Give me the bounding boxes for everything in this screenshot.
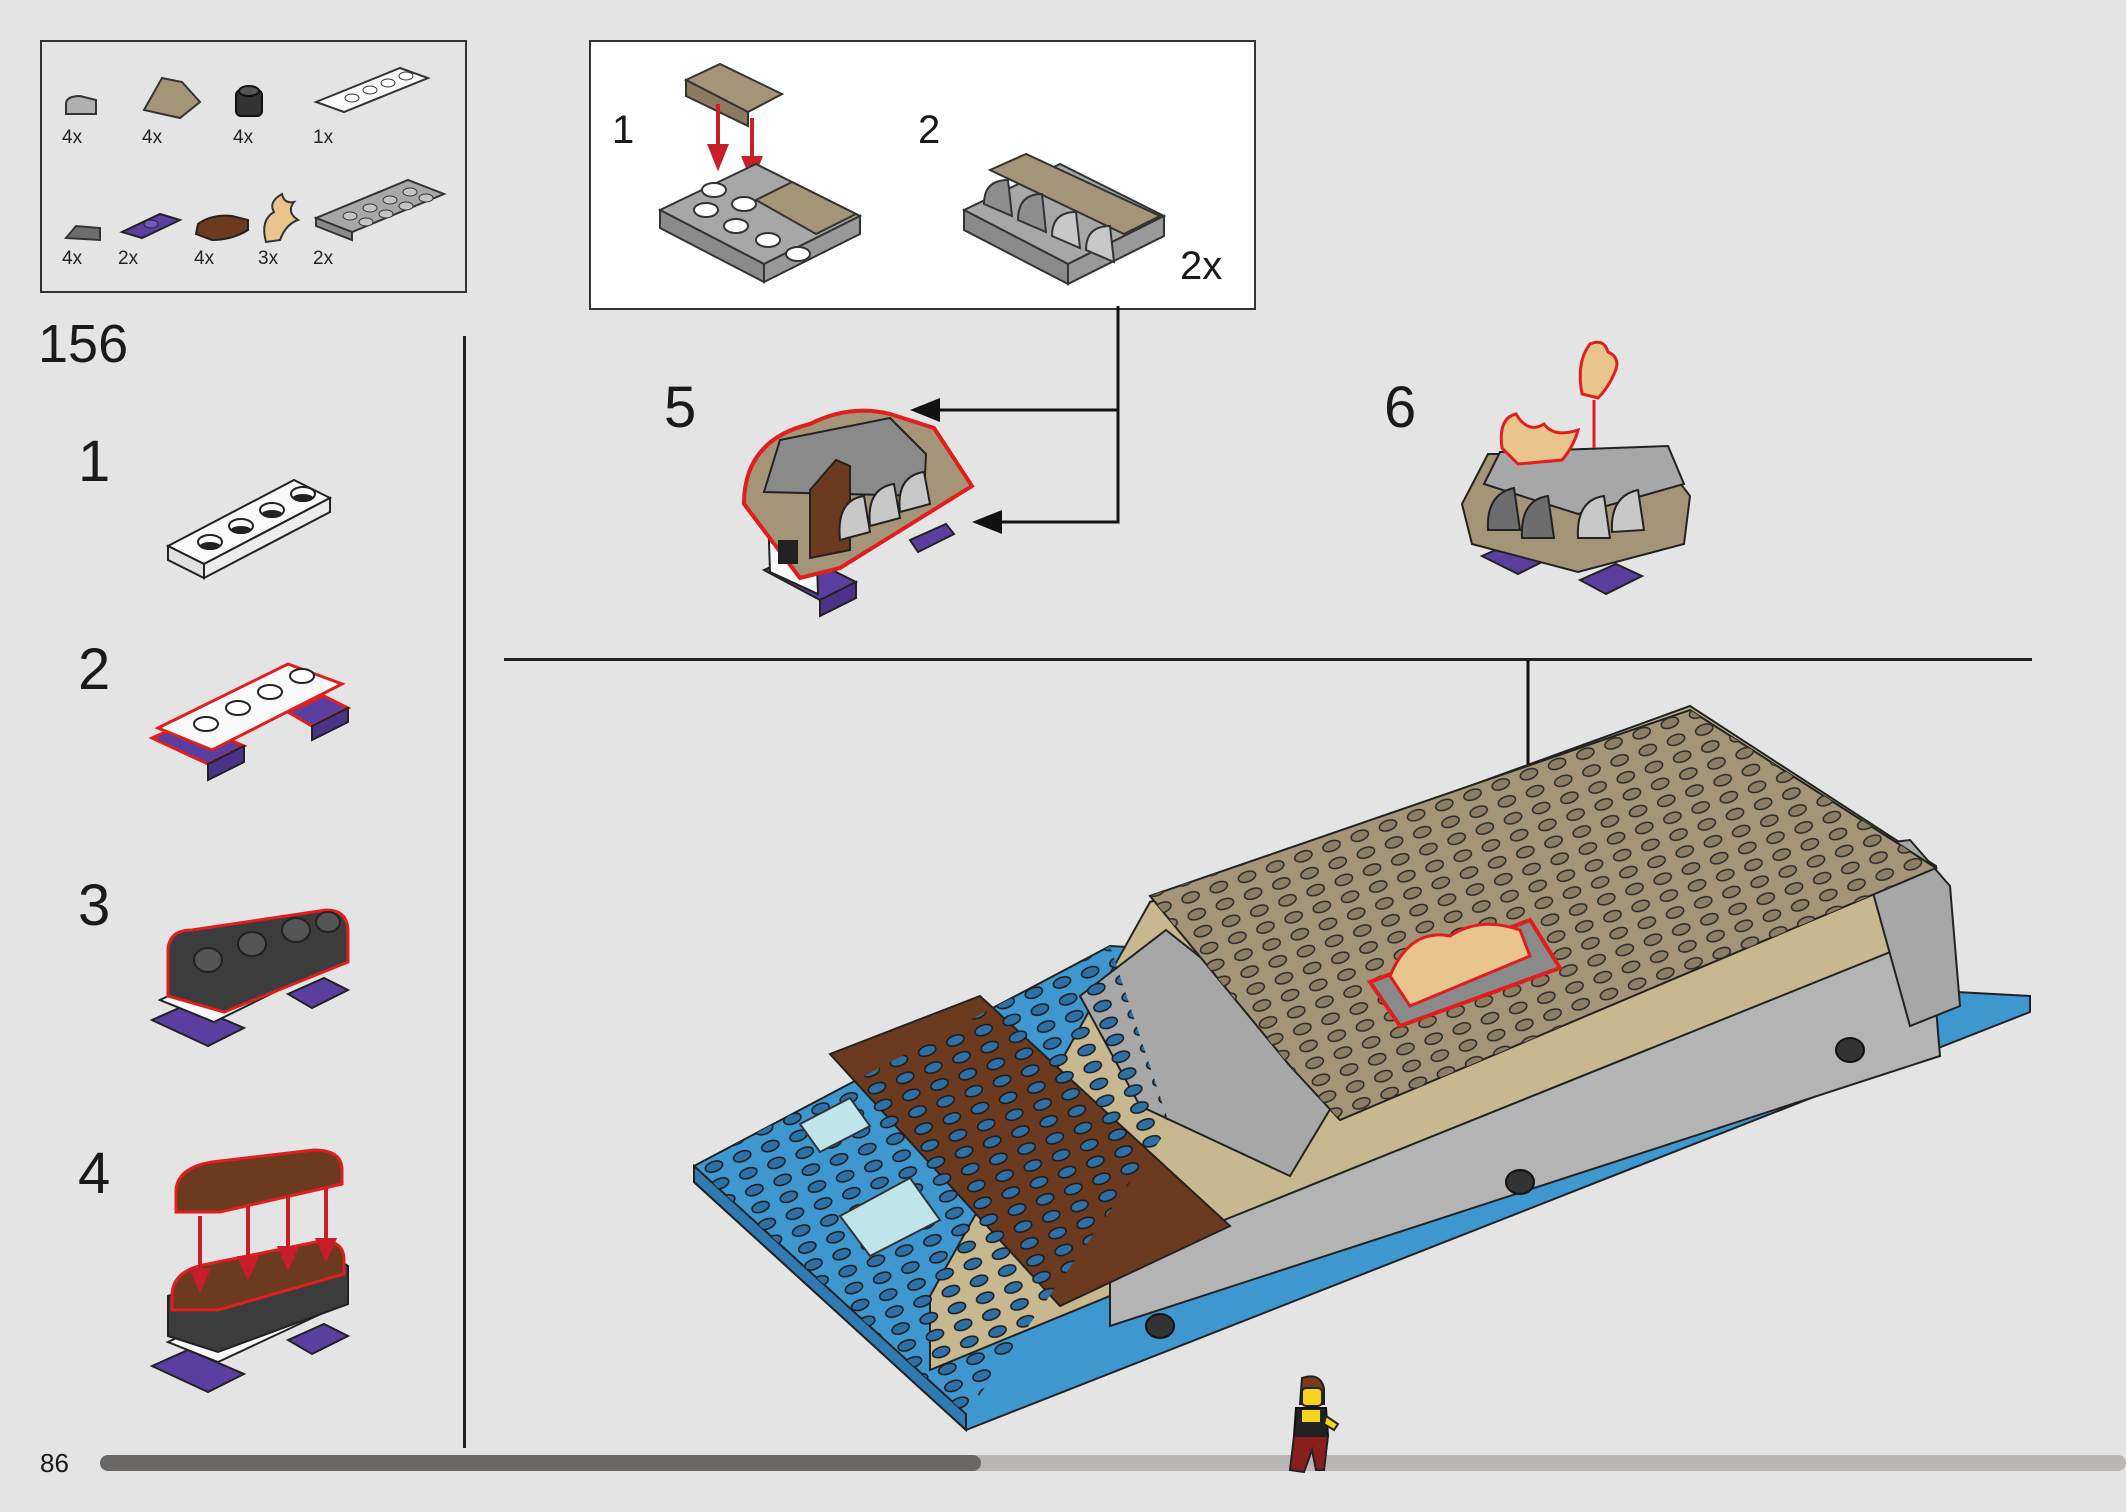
page-number: 86	[40, 1448, 69, 1478]
substep-number: 4	[78, 1141, 111, 1206]
substep-2-model	[148, 662, 352, 782]
progress-bar	[100, 1455, 2126, 1471]
part-qty: 4x	[142, 127, 163, 148]
minifigure-icon	[1288, 1375, 1340, 1474]
part-icon-3	[313, 66, 431, 114]
progress-fill	[100, 1455, 982, 1471]
part-qty: 3x	[258, 248, 279, 269]
part-icon-1	[142, 76, 202, 120]
part-qty: 4x	[233, 127, 254, 148]
part-qty: 2x	[313, 248, 334, 269]
callout-multiplier: 2x	[1180, 244, 1223, 288]
callout-step-2-model	[961, 152, 1167, 286]
section-divider	[504, 658, 2032, 661]
main-build-model	[693, 704, 2031, 1433]
column-divider	[463, 336, 466, 1448]
callout-step-1-model	[657, 62, 863, 284]
substep-1-model	[165, 478, 333, 580]
part-icon-6	[194, 214, 249, 242]
part-icon-2	[235, 85, 263, 117]
part-icon-8	[313, 178, 447, 242]
substep-number: 2	[78, 637, 111, 702]
part-icon-7	[263, 192, 301, 244]
substep-6-model	[1460, 340, 1692, 596]
substep-number: 3	[78, 873, 111, 938]
callout-step-number: 2	[918, 108, 941, 152]
substep-number: 6	[1384, 375, 1417, 440]
callout-connector-arrows	[910, 306, 1120, 534]
step-number: 156	[38, 314, 129, 374]
part-icon-0	[65, 94, 97, 115]
substep-4-model	[149, 1148, 351, 1394]
part-qty: 1x	[313, 127, 334, 148]
substep-number: 1	[78, 429, 111, 494]
part-qty: 4x	[194, 248, 215, 269]
part-qty: 4x	[62, 248, 83, 269]
part-qty: 4x	[62, 127, 83, 148]
substep-number: 5	[664, 375, 697, 440]
part-icon-5	[119, 212, 183, 240]
part-icon-4	[63, 224, 101, 242]
substep-3-model	[149, 908, 351, 1048]
part-qty: 2x	[118, 248, 139, 269]
substep-5-model	[741, 408, 975, 618]
callout-step-number: 1	[612, 108, 635, 152]
